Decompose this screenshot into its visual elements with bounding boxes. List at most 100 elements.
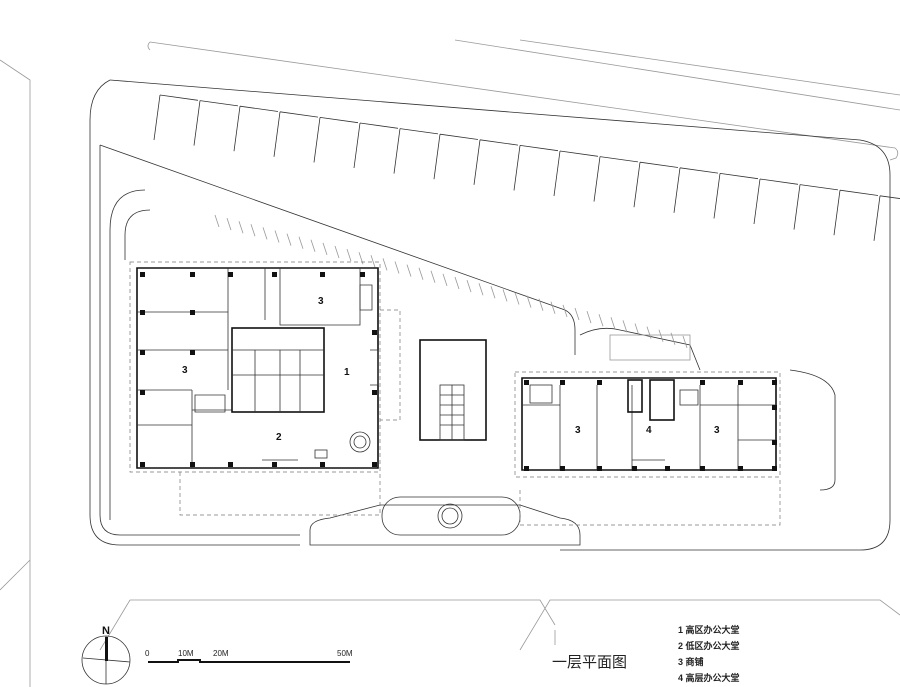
parking-stalls: [153, 94, 900, 349]
room-label: 3: [182, 365, 188, 376]
parking-stall: [214, 214, 220, 228]
parking-stall: [873, 195, 900, 241]
escalator-block: [419, 339, 487, 441]
parking-stall: [322, 242, 328, 256]
column: [320, 462, 325, 467]
parking-stall: [406, 264, 412, 277]
room-label: 3: [575, 425, 581, 436]
column: [700, 466, 705, 471]
column: [140, 462, 145, 467]
parking-stall: [610, 317, 616, 330]
legend-item: 2 低区办公大堂: [678, 641, 740, 651]
parking-stall: [233, 105, 279, 152]
parking-stall: [433, 133, 479, 180]
site-roads: [0, 39, 900, 687]
scale-bar: 0 10M 20M 50M: [145, 649, 353, 663]
boundary-lines: [129, 261, 781, 526]
parking-stall: [682, 335, 688, 349]
parking-stall: [502, 289, 508, 302]
scale-label: 50M: [337, 649, 353, 658]
column: [140, 310, 145, 315]
parking-stall: [393, 128, 439, 174]
column: [228, 272, 233, 277]
column: [632, 466, 637, 471]
column: [738, 466, 743, 471]
parking-stall: [538, 298, 544, 311]
parking-stall: [633, 161, 679, 208]
parking-stall: [286, 233, 292, 246]
parking-stall: [586, 310, 592, 324]
column: [597, 466, 602, 471]
parking-stall: [526, 295, 532, 308]
parking-stall: [418, 267, 424, 280]
scale-label: 20M: [213, 649, 229, 658]
column: [372, 462, 377, 467]
parking-stall: [298, 236, 304, 249]
column: [140, 390, 145, 395]
parking-stall: [262, 227, 268, 240]
parking-stall: [833, 189, 879, 236]
parking-stall: [513, 145, 559, 191]
column: [140, 272, 145, 277]
parking-stall: [466, 279, 472, 293]
parking-stall: [346, 248, 352, 262]
parking-stall: [334, 245, 340, 259]
parking-stall: [193, 100, 239, 146]
parking-stall: [382, 258, 388, 271]
parking-stall: [553, 150, 599, 197]
column: [560, 466, 565, 471]
room-label: 4: [646, 425, 652, 436]
parking-stall: [753, 178, 799, 225]
scale-label: 10M: [178, 649, 194, 658]
parking-stall: [238, 221, 244, 234]
parking-stall: [713, 173, 759, 219]
parking-stall: [490, 286, 496, 299]
legend-item: 1 高区办公大堂: [678, 625, 740, 635]
column: [272, 272, 277, 277]
parking-stall: [454, 276, 460, 290]
column: [772, 380, 777, 385]
north-arrow-needle-icon: [105, 637, 108, 661]
parking-stall: [550, 301, 556, 314]
column: [700, 380, 705, 385]
column: [597, 380, 602, 385]
column: [772, 405, 777, 410]
parking-stall: [658, 329, 664, 342]
column: [140, 350, 145, 355]
parking-stall: [153, 94, 199, 141]
legend-item: 4 高层办公大堂: [678, 673, 740, 683]
parking-stall: [634, 323, 640, 336]
parking-stall: [226, 217, 232, 231]
legend-item: 3 商铺: [678, 657, 704, 667]
parking-stall: [593, 156, 639, 202]
column: [524, 380, 529, 385]
parking-stall: [430, 270, 436, 283]
parking-stall: [358, 252, 364, 265]
parking-stall: [250, 224, 256, 237]
column: [228, 462, 233, 467]
column: [360, 272, 365, 277]
column: [190, 272, 195, 277]
column: [772, 466, 777, 471]
parking-stall: [622, 320, 628, 333]
column: [738, 380, 743, 385]
parking-stall: [598, 314, 604, 327]
parking-stall: [442, 273, 448, 287]
parking-stall: [473, 139, 519, 185]
building-right: [521, 377, 777, 471]
parking-stall: [353, 122, 399, 169]
room-label: 3: [318, 296, 324, 307]
parking-stall: [562, 304, 568, 318]
drawing-title: 一层平面图: [552, 654, 628, 671]
parking-stall: [574, 307, 580, 321]
column: [190, 310, 195, 315]
column: [272, 462, 277, 467]
north-arrow: N: [81, 625, 131, 685]
column: [560, 380, 565, 385]
parking-stall: [370, 255, 376, 268]
column: [190, 462, 195, 467]
column: [372, 330, 377, 335]
legend: 1 高区办公大堂 2 低区办公大堂 3 商铺 4 高层办公大堂: [678, 622, 740, 686]
column: [772, 440, 777, 445]
